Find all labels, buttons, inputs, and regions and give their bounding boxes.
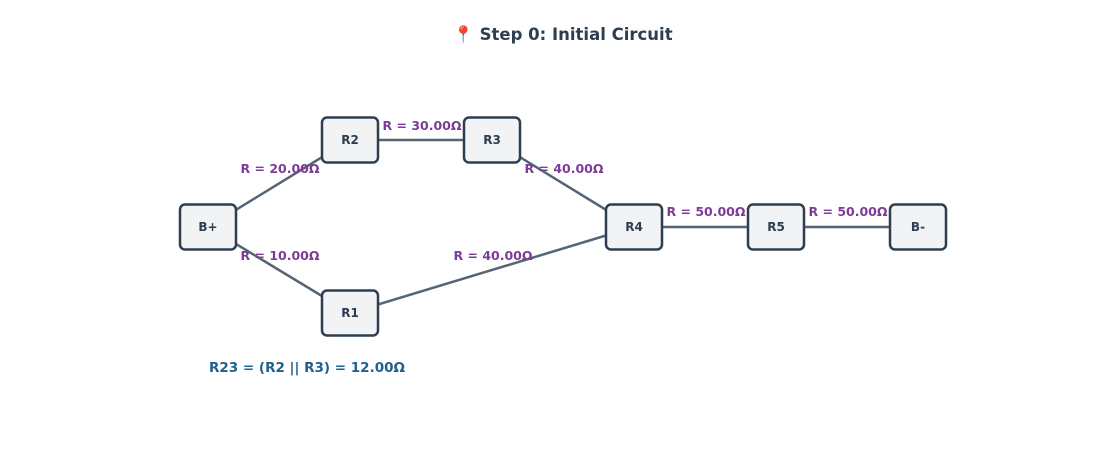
edge-label-bplus-to-r2: R = 20.00Ω (241, 161, 320, 176)
node-label: R4 (625, 220, 643, 234)
node-box (462, 116, 522, 164)
node-label: R5 (767, 220, 785, 234)
node-box (888, 203, 948, 251)
edge-label-r3-to-r4: R = 40.00Ω (525, 161, 604, 176)
node-box (604, 203, 664, 251)
node-label: R2 (341, 133, 359, 147)
node-box (320, 116, 380, 164)
node-r5: R5 (746, 203, 806, 251)
node-box (320, 289, 380, 337)
edge-label-r4-to-r5: R = 50.00Ω (667, 204, 746, 219)
edge-labels-layer: R = 20.00Ω R = 30.00Ω R = 40.00Ω R = 10.00Ω… (241, 118, 888, 263)
edge-label-r2-to-r3: R = 30.00Ω (383, 118, 462, 133)
edge-label-r5-to-bminus: R = 50.00Ω (809, 204, 888, 219)
node-r3: R3 (462, 116, 522, 164)
node-bminus: B- (888, 203, 948, 251)
node-label: B+ (198, 220, 217, 234)
node-box (746, 203, 806, 251)
edge-label-bplus-to-r1: R = 10.00Ω (241, 248, 320, 263)
node-label: B- (911, 220, 925, 234)
node-r4: R4 (604, 203, 664, 251)
node-box (178, 203, 238, 251)
node-label: R3 (483, 133, 501, 147)
node-bplus: B+ (178, 203, 238, 251)
node-label: R1 (341, 306, 359, 320)
edge-r1-to-r4 (349, 224, 635, 315)
node-r1: R1 (320, 289, 380, 337)
diagram-title: 📍 Step 0: Initial Circuit (453, 25, 672, 44)
equivalent-resistance-note: R23 = (R2 || R3) = 12.00Ω (209, 360, 405, 376)
edge-label-r1-to-r4: R = 40.00Ω (454, 248, 533, 263)
node-r2: R2 (320, 116, 380, 164)
